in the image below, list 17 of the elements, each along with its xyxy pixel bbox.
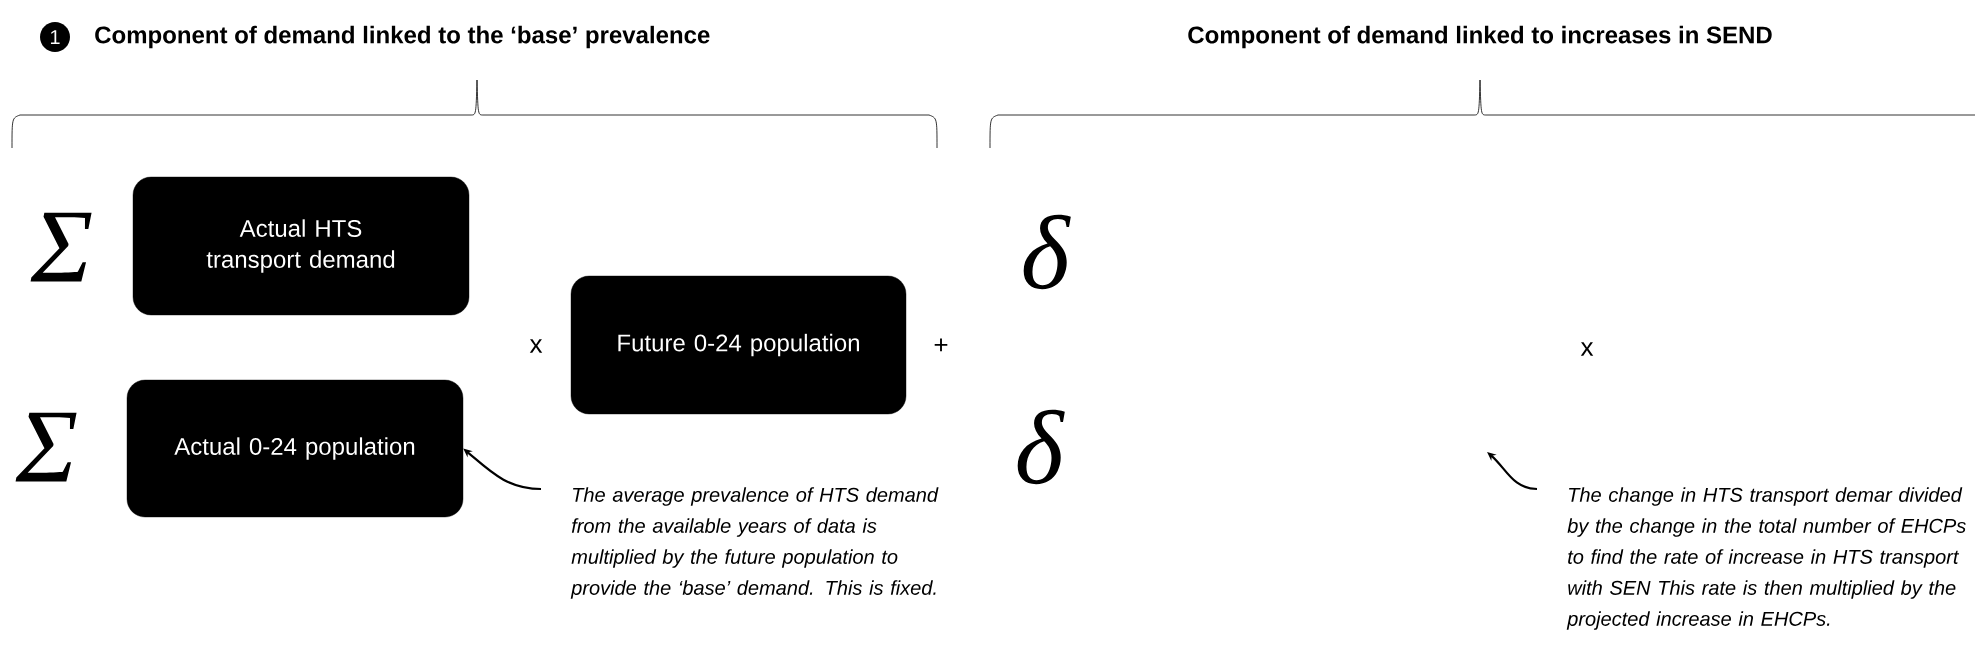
process-box: Actual HTS transport demand — [132, 176, 470, 316]
curved-arrow — [463, 448, 542, 491]
curved-arrow — [1487, 452, 1538, 491]
sum-symbol: Σ — [15, 412, 77, 482]
annotation-text: The average prevalence of HTS demand from the available years of data is multiplied by the future population to provide the ‘base’ demand. This is fixed. — [570, 487, 939, 599]
process-box: Actual 0-24 population — [126, 379, 464, 518]
number-badge: 1 — [40, 22, 70, 52]
annotation-text: The change in HTS transport demar divided by the change in the total number of EHCPs to find the rate of increase in HTS transport with SEN This rate is then multiplied by the projected increase in EHCPs. — [1566, 487, 1966, 630]
operator-symbol: + — [934, 338, 948, 352]
delta-symbol: δ — [1017, 409, 1065, 485]
operator-symbol: x — [1580, 342, 1594, 356]
heading: Component of demand linked to increases in SEND — [1188, 25, 1772, 49]
operator-symbol: x — [529, 339, 543, 353]
sum-symbol: Σ — [30, 212, 92, 282]
delta-symbol: δ — [1023, 214, 1071, 290]
process-box: Future 0-24 population — [570, 275, 907, 415]
heading: Component of demand linked to the ‘base’ prevalence — [95, 25, 710, 49]
